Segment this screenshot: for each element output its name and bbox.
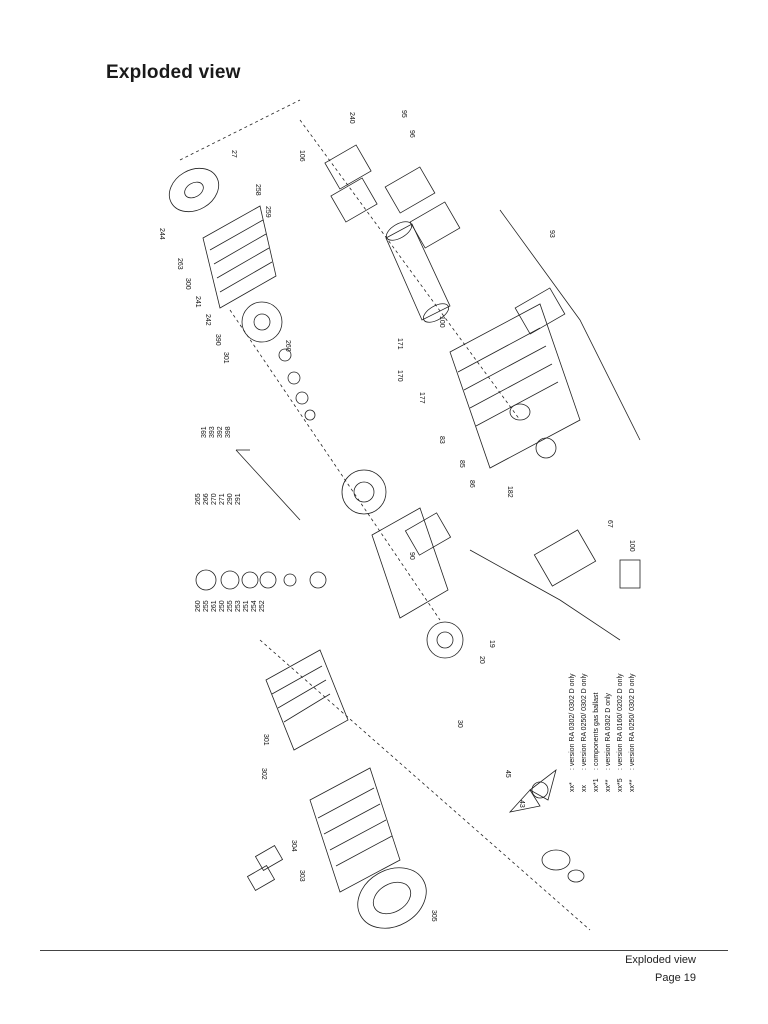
callout-20: 20 [478,656,485,664]
legend-mark-1: xx* [569,782,576,792]
part-list-b-9: 252 [259,600,266,612]
legend-mark-2: xx [581,785,588,793]
part-list-c-2: 393 [209,426,216,438]
legend: xx* : version RA 0302/ 0302 D only xx : … [569,673,636,792]
callout-43: 43 [518,800,525,808]
footer-section-title: Exploded view [625,954,696,966]
callout-45: 45 [504,770,511,778]
callout-303: 303 [298,870,305,882]
page-title: Exploded view [106,62,241,83]
part-list-b-4: 250 [219,600,226,612]
part-list-a-1: 265 [195,493,202,505]
callout-85: 85 [458,460,465,468]
callout-100b: 100 [438,316,445,328]
part-list-b-6: 253 [235,600,242,612]
part-list-b-2: 255 [203,600,210,612]
callout-390: 390 [214,334,221,346]
callout-19: 19 [488,640,495,648]
callout-93: 93 [548,230,555,238]
callout-numbers: 265 266 270 271 290 291 260 255 261 250 … [158,110,635,922]
legend-mark-6: xx** [629,779,636,792]
callout-258: 258 [254,184,261,196]
callout-301b: 301 [262,734,269,746]
legend-text-1: : version RA 0302/ 0302 D only [569,673,576,770]
callout-244: 244 [158,228,165,240]
part-list-c-1: 391 [201,426,208,438]
callout-90: 90 [408,552,415,560]
part-list-b-8: 254 [251,600,258,612]
part-list-a-3: 270 [211,493,218,505]
callout-301: 301 [222,352,229,364]
callout-67: 67 [606,520,613,528]
part-list-b-7: 251 [243,600,250,612]
callout-106: 106 [298,150,305,162]
part-list-a-5: 290 [227,493,234,505]
legend-mark-5: xx*5 [617,778,624,792]
part-list-c-3: 392 [217,426,224,438]
legend-text-6: : version RA 0250/ 0302 D only [629,673,636,770]
legend-mark-4: xx** [605,779,612,792]
legend-mark-3: xx*1 [593,778,600,792]
callout-83: 83 [438,436,445,444]
callout-300: 300 [184,278,191,290]
legend-text-4: : version RA 0302 D only [605,692,612,770]
callout-95: 95 [400,110,407,118]
callout-305: 305 [430,910,437,922]
callout-177: 177 [418,392,425,404]
callout-30: 30 [456,720,463,728]
callout-241: 241 [194,296,201,308]
callout-260: 260 [284,340,291,352]
callout-240: 240 [348,112,355,124]
callout-259: 259 [264,206,271,218]
callout-171: 171 [396,338,403,350]
footer-divider [40,950,728,951]
callout-263: 263 [176,258,183,270]
callout-86: 86 [468,480,475,488]
part-list-b-1: 260 [195,600,202,612]
part-list-a-2: 266 [203,493,210,505]
part-list-b-5: 255 [227,600,234,612]
callout-304: 304 [290,840,297,852]
callout-242: 242 [204,314,211,326]
part-list-b-3: 261 [211,600,218,612]
callout-302: 302 [260,768,267,780]
callout-100: 100 [628,540,635,552]
part-list-a-4: 271 [219,493,226,505]
legend-text-3: : components gas ballast [593,693,600,770]
legend-text-2: : version RA 0250/ 0302 D only [581,673,588,770]
callout-96: 96 [408,130,415,138]
callout-182: 182 [506,486,513,498]
footer-page-number: Page 19 [655,972,696,984]
legend-text-5: : version RA 0160/ 0202 D only [617,673,624,770]
part-list-a-6: 291 [235,493,242,505]
part-list-c-4: 398 [225,426,232,438]
callout-27: 27 [230,150,237,158]
callout-170: 170 [396,370,403,382]
